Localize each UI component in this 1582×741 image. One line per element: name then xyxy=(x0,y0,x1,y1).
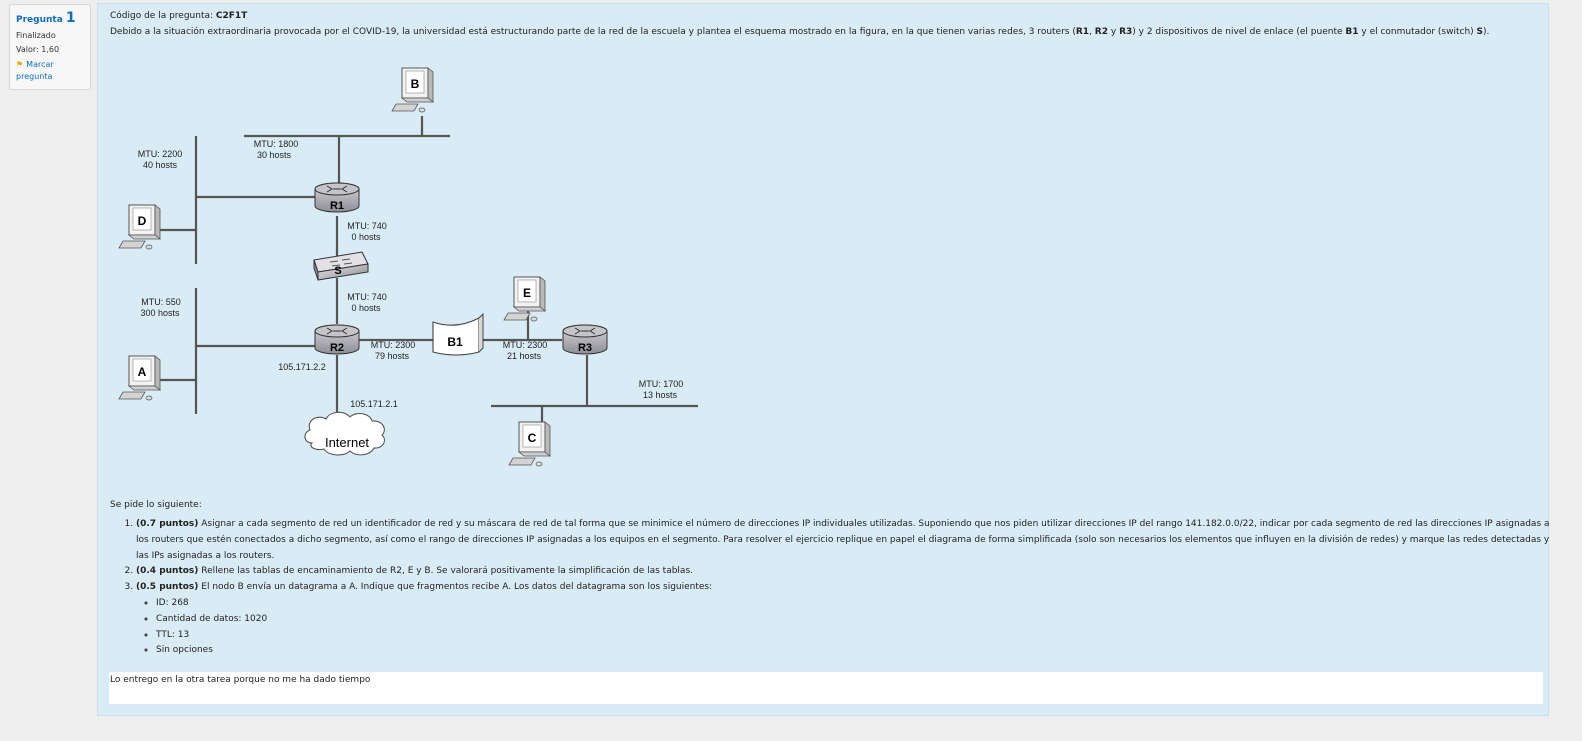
c-segment-hosts-label: 13 hosts xyxy=(643,390,678,400)
router-r3: R3 xyxy=(562,324,608,355)
intro-r2: R2 xyxy=(1094,27,1108,37)
intro-text: ). xyxy=(1483,27,1490,37)
bridge-b1-label: B1 xyxy=(447,335,463,349)
internet-cloud: Internet xyxy=(304,411,385,456)
item-points: (0.5 puntos) xyxy=(136,582,199,593)
r2-b1-segment-mtu-label: MTU: 2300 xyxy=(371,340,416,350)
c-segment-mtu-label: MTU: 1700 xyxy=(639,379,684,389)
computer-e: E xyxy=(503,276,546,322)
top-segment-mtu-label: MTU: 1800 xyxy=(254,139,299,149)
flag-question-link[interactable]: ⚑Marcar pregunta xyxy=(16,59,84,83)
question-state: Finalizado xyxy=(16,31,56,40)
b1-r3-segment-hosts-label: 21 hosts xyxy=(507,351,542,361)
datagram-detail: ID: 268 xyxy=(156,596,1561,612)
switch-s: S xyxy=(313,251,369,281)
asks-heading: Se pide lo siguiente: xyxy=(110,500,202,510)
item-text: Asignar a cada segmento de red un identi… xyxy=(136,519,1550,561)
question-item: (0.7 puntos) Asignar a cada segmento de … xyxy=(136,517,1561,564)
s-r2-segment-mtu-label: MTU: 740 xyxy=(347,292,387,302)
bridge-b1: B1 xyxy=(432,312,484,356)
router-r2: R2 xyxy=(314,324,360,355)
intro-r1: R1 xyxy=(1075,27,1090,37)
item-text: El nodo B envía un datagrama a A. Indiqu… xyxy=(198,582,713,593)
question-code-value: C2F1T xyxy=(215,11,248,21)
question-code-prefix: Código de la pregunta: xyxy=(110,11,216,21)
r2-ip-label: 105.171.2.2 xyxy=(278,362,326,372)
flag-icon: ⚑ xyxy=(16,60,24,69)
datagram-details: ID: 268 Cantidad de datos: 1020 TTL: 13 … xyxy=(136,596,1561,659)
left2-segment-hosts-label: 300 hosts xyxy=(140,308,180,318)
question-number-label: Pregunta 1 xyxy=(16,10,84,26)
intro-text: , xyxy=(1089,27,1095,37)
question-number: 1 xyxy=(65,10,76,26)
internet-label: Internet xyxy=(325,435,369,450)
datagram-detail: Cantidad de datos: 1020 xyxy=(156,612,1561,628)
computer-b-label: B xyxy=(411,77,420,91)
intro-b1: B1 xyxy=(1345,27,1359,37)
s-r2-segment-hosts-label: 0 hosts xyxy=(351,303,381,313)
computer-a-label: A xyxy=(138,365,147,379)
router-r3-label: R3 xyxy=(578,342,592,354)
intro-text: ) y 2 dispositivos de nivel de enlace (e… xyxy=(1132,27,1346,37)
left1-segment-hosts-label: 40 hosts xyxy=(143,160,178,170)
router-r1: R1 xyxy=(314,182,360,213)
r2-b1-segment-hosts-label: 79 hosts xyxy=(375,351,410,361)
question-content: Código de la pregunta: C2F1T Debido a la… xyxy=(97,3,1550,716)
datagram-detail: TTL: 13 xyxy=(156,628,1561,644)
question-item: (0.5 puntos) El nodo B envía un datagram… xyxy=(136,580,1561,659)
item-text: Rellene las tablas de encaminamiento de … xyxy=(198,566,693,577)
question-info-panel: Pregunta 1 Finalizado Valor: 1,60 ⚑Marca… xyxy=(9,4,91,90)
switch-s-label: S xyxy=(334,265,341,277)
question-intro: Debido a la situación extraordinaria pro… xyxy=(110,27,1489,37)
router-r1-label: R1 xyxy=(330,200,344,212)
question-items: (0.7 puntos) Asignar a cada segmento de … xyxy=(110,517,1561,659)
item-points: (0.4 puntos) xyxy=(136,566,199,577)
answer-text: Lo entrego en la otra tarea porque no me… xyxy=(109,672,1543,704)
computer-d: D xyxy=(118,204,161,250)
computer-a: A xyxy=(118,355,161,401)
segment-labels: MTU: 1800 30 hosts MTU: 2200 40 hosts MT… xyxy=(138,139,684,409)
left1-segment-mtu-label: MTU: 2200 xyxy=(138,149,183,159)
network-links xyxy=(158,116,698,437)
computer-b: B xyxy=(391,67,434,113)
flag-question-label: Marcar pregunta xyxy=(16,60,54,81)
computer-e-label: E xyxy=(523,286,531,300)
computer-c: C xyxy=(508,421,551,467)
top-segment-hosts-label: 30 hosts xyxy=(257,150,292,160)
intro-text: y el conmutador (switch) xyxy=(1358,27,1477,37)
r1-s-segment-mtu-label: MTU: 740 xyxy=(347,221,387,231)
intro-r3: R3 xyxy=(1119,27,1133,37)
internet-ip-label: 105.171.2.1 xyxy=(350,399,398,409)
intro-s: S xyxy=(1476,27,1484,37)
question-code: Código de la pregunta: C2F1T xyxy=(110,11,247,21)
question-item: (0.4 puntos) Rellene las tablas de encam… xyxy=(136,564,1561,580)
intro-text: y xyxy=(1108,27,1120,37)
datagram-detail: Sin opciones xyxy=(156,643,1561,659)
left2-segment-mtu-label: MTU: 550 xyxy=(141,297,181,307)
intro-text: Debido a la situación extraordinaria pro… xyxy=(110,27,1076,37)
item-points: (0.7 puntos) xyxy=(136,519,199,529)
question-label: Pregunta xyxy=(16,15,63,25)
question-grade: Valor: 1,60 xyxy=(16,45,60,54)
router-r2-label: R2 xyxy=(330,342,344,354)
b1-r3-segment-mtu-label: MTU: 2300 xyxy=(503,340,548,350)
computer-c-label: C xyxy=(528,431,537,445)
r1-s-segment-hosts-label: 0 hosts xyxy=(351,232,381,242)
network-diagram: MTU: 1800 30 hosts MTU: 2200 40 hosts MT… xyxy=(118,67,698,467)
computer-d-label: D xyxy=(138,214,147,228)
